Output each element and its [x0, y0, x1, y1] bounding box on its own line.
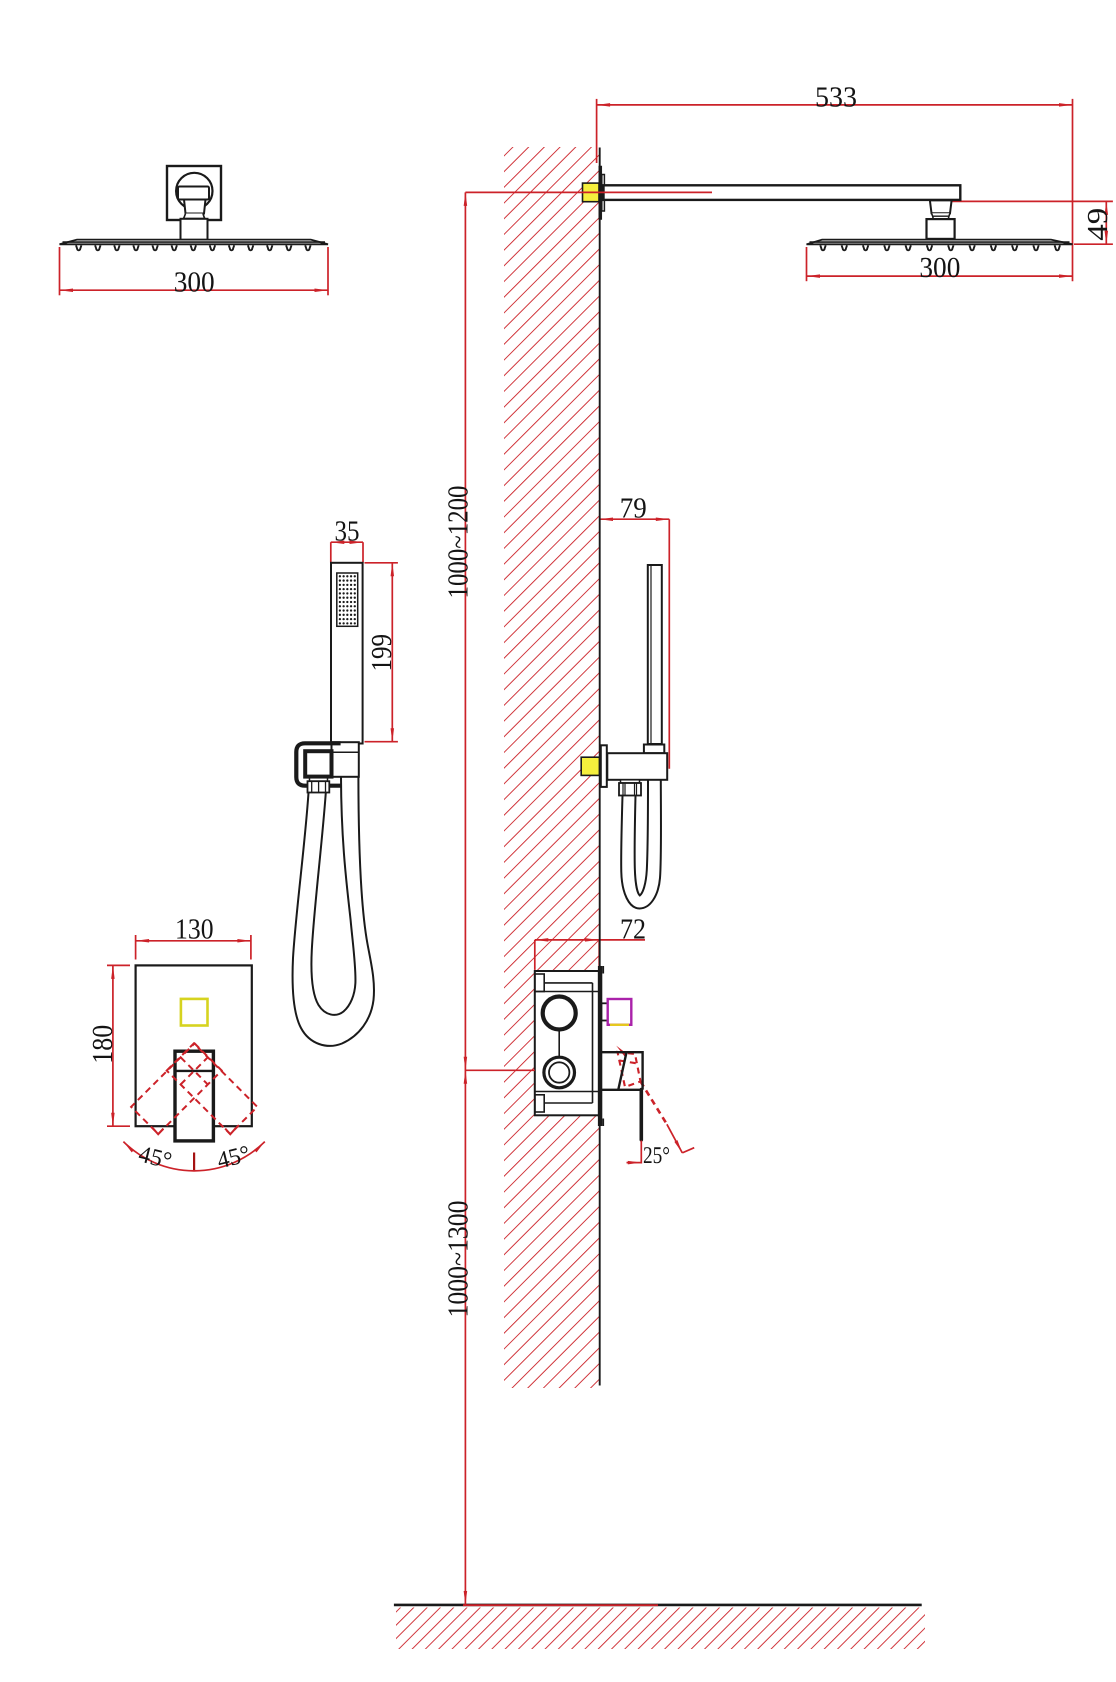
svg-text:25°: 25°	[643, 1143, 670, 1169]
svg-text:533: 533	[815, 81, 857, 113]
svg-text:199: 199	[366, 634, 398, 672]
svg-text:180: 180	[87, 1025, 119, 1064]
svg-text:1000~1200: 1000~1200	[442, 486, 474, 599]
svg-text:1000~1300: 1000~1300	[442, 1201, 474, 1318]
svg-text:49: 49	[1082, 208, 1114, 241]
svg-text:72: 72	[620, 913, 646, 945]
svg-text:300: 300	[174, 266, 215, 298]
svg-text:35: 35	[335, 515, 360, 547]
svg-text:79: 79	[620, 493, 647, 525]
svg-text:300: 300	[919, 252, 960, 284]
svg-text:130: 130	[175, 914, 214, 946]
